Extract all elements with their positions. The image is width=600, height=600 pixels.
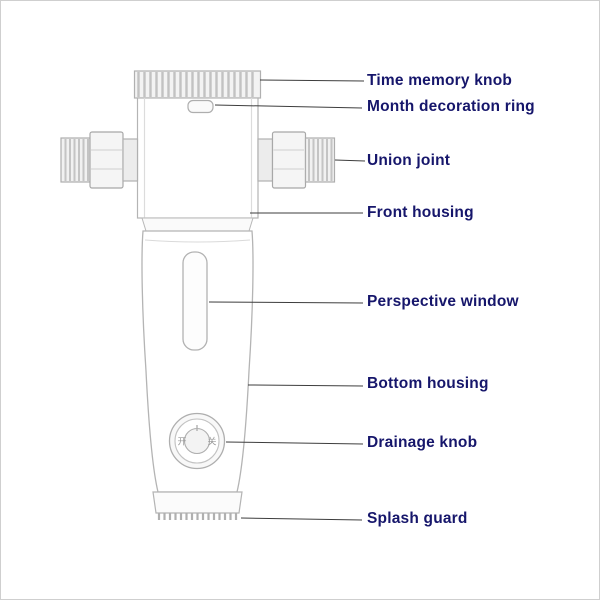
label-front-housing: Front housing [367, 204, 474, 221]
leader-month-decoration-ring [214, 104, 363, 109]
front-housing-part [136, 97, 259, 232]
leader-perspective-window [208, 301, 364, 304]
time-memory-knob-part [133, 70, 262, 99]
drainage-knob-open-marking: 开 [177, 437, 186, 447]
leader-drainage-knob [225, 441, 364, 445]
leader-bottom-housing [247, 384, 364, 387]
drainage-knob-part: 开 关 [168, 412, 226, 470]
union-joint-left-part [60, 131, 139, 189]
label-splash-guard: Splash guard [367, 510, 468, 527]
leader-time-memory-knob [259, 79, 365, 82]
leader-union-joint [334, 159, 366, 162]
label-union-joint: Union joint [367, 152, 451, 169]
splash-guard-part [152, 491, 243, 520]
perspective-window-part [182, 251, 208, 351]
leader-lines [208, 79, 366, 521]
drainage-knob-close-marking: 关 [207, 436, 216, 447]
label-time-memory-knob: Time memory knob [367, 72, 513, 89]
leader-splash-guard [240, 517, 363, 521]
label-month-decoration-ring: Month decoration ring [367, 98, 535, 115]
label-bottom-housing: Bottom housing [367, 375, 489, 392]
union-joint-right-part [257, 131, 336, 189]
month-decoration-ring-part [187, 99, 214, 114]
label-drainage-knob: Drainage knob [367, 434, 478, 451]
label-perspective-window: Perspective window [367, 293, 519, 310]
